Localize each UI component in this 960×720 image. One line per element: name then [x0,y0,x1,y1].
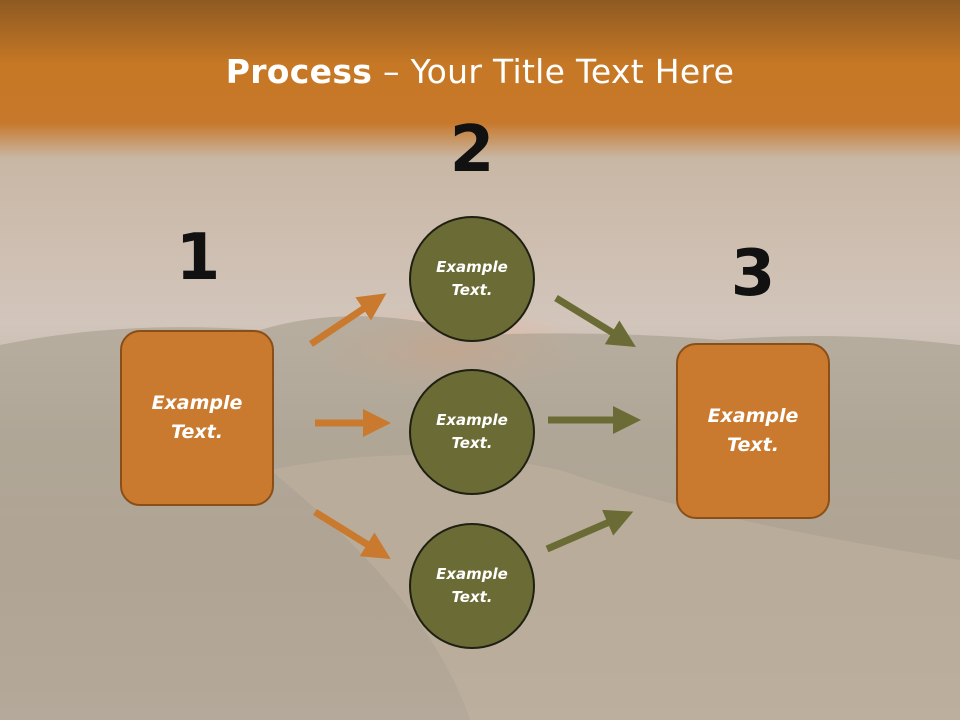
end-box-text: Example Text. [707,405,799,456]
arrow-start-to-bottom [313,509,391,560]
middle-circle: Example Text. [409,369,535,495]
middle-circle-text: Example Text. [436,411,508,452]
top-circle: Example Text. [409,216,535,342]
top-circle-text: Example Text. [436,258,508,299]
bottom-circle-text: Example Text. [436,565,508,606]
start-box-text: Example Text. [151,392,243,443]
bottom-circle: Example Text. [409,523,535,649]
step-number-3: 3 [730,237,776,311]
step-number-2: 2 [449,113,495,187]
arrow-start-to-top [309,293,387,347]
arrow-top-to-end [554,295,636,347]
end-box: Example Text. [676,343,830,519]
step-number-1: 1 [175,221,221,295]
start-box: Example Text. [120,330,274,506]
arrow-bottom-to-end [545,509,634,553]
slide-title: Process – Your Title Text Here [0,52,960,91]
title-bold: Process [225,52,373,91]
title-rest: – Your Title Text Here [372,52,735,91]
